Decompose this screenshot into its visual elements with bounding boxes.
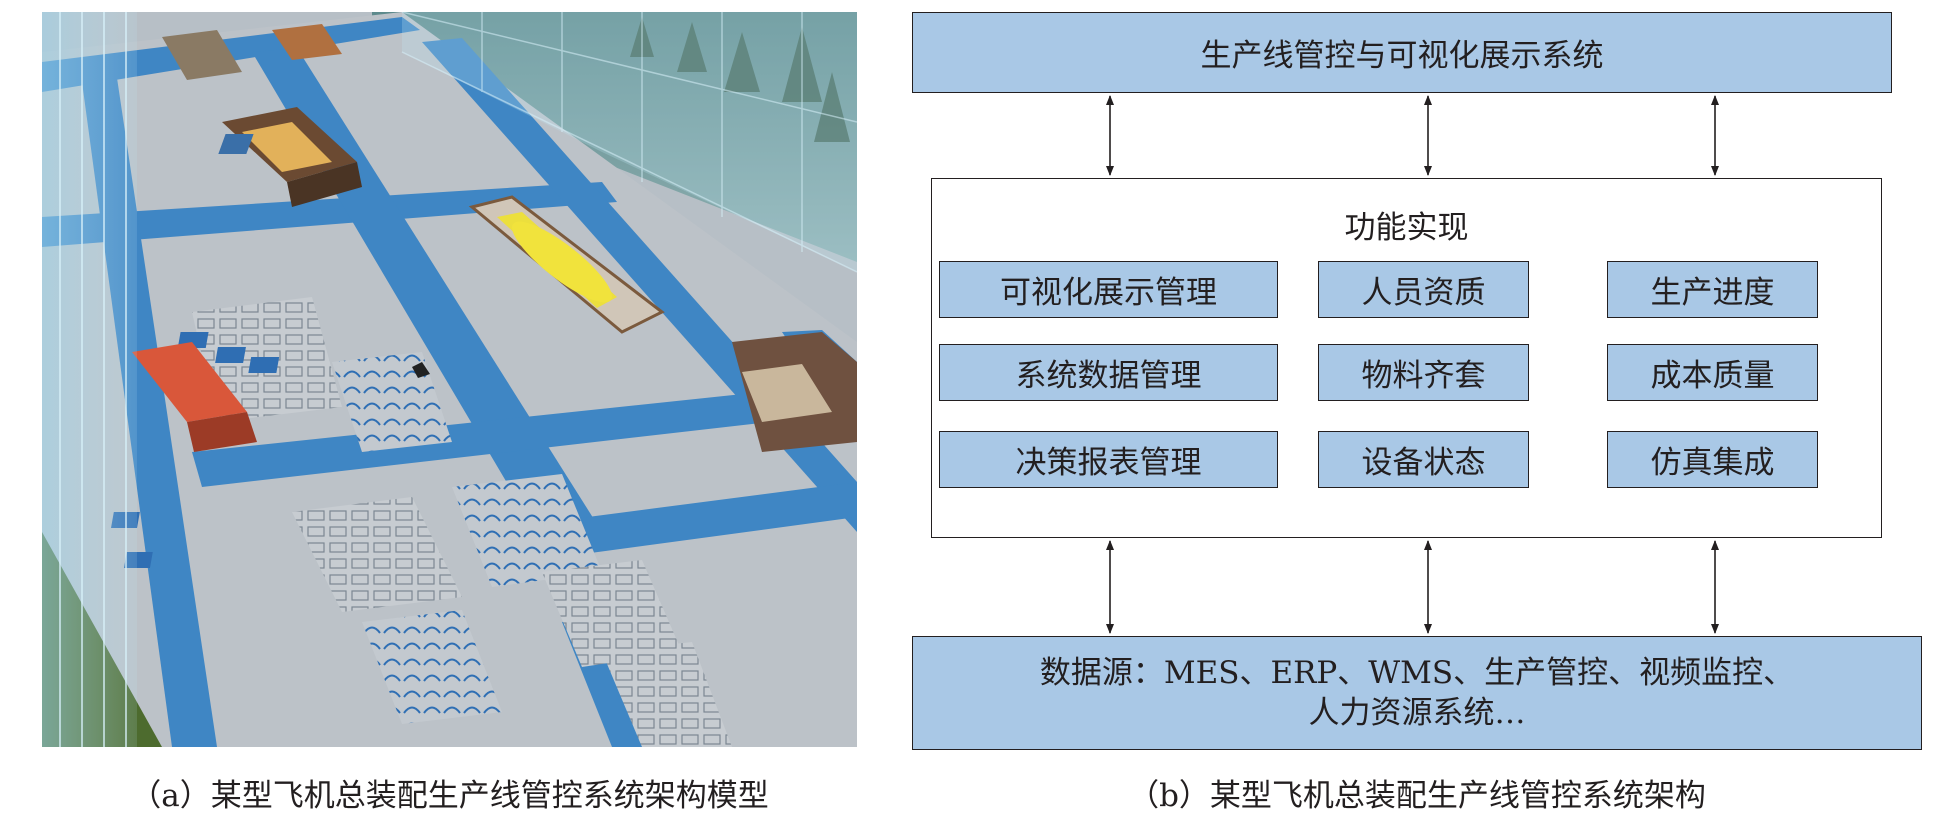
data-source-box: 数据源：MES、ERP、WMS、生产管控、视频监控、 人力资源系统… [912,636,1922,750]
function-item: 可视化展示管理 [939,261,1278,318]
function-item: 人员资质 [1318,261,1529,318]
caption-b: （b）某型飞机总装配生产线管控系统架构 [1128,778,1706,814]
function-title: 功能实现 [1344,210,1469,246]
function-item: 仿真集成 [1607,431,1818,488]
data-source-line-2: 人力资源系统… [1308,695,1526,731]
factory-3d-model-icon [42,12,857,747]
data-source-line-1: 数据源：MES、ERP、WMS、生产管控、视频监控、 [1039,654,1795,691]
factory-3d-model [42,12,857,747]
function-item: 设备状态 [1318,431,1529,488]
caption-a: （a）某型飞机总装配生产线管控系统架构模型 [130,778,769,814]
function-item: 生产进度 [1607,261,1818,318]
top-system-label: 生产线管控与可视化展示系统 [1200,38,1604,74]
top-system-box: 生产线管控与可视化展示系统 [912,12,1892,93]
function-item: 决策报表管理 [939,431,1278,488]
function-item: 成本质量 [1607,344,1818,401]
function-item: 系统数据管理 [939,344,1278,401]
function-item: 物料齐套 [1318,344,1529,401]
